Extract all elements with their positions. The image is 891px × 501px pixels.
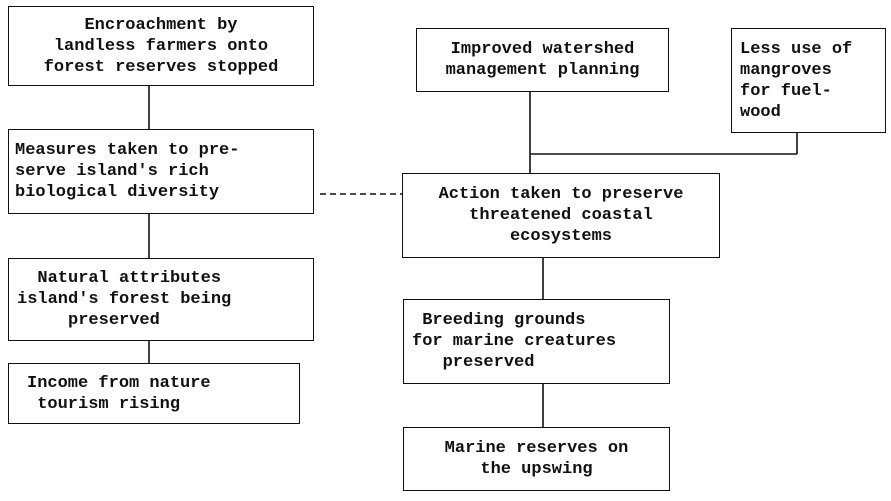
mangroves-box: Less use of mangroves for fuel- wood [731, 28, 886, 133]
mangroves-text: Less use of mangroves for fuel- wood [740, 39, 853, 122]
marine-reserves-text: Marine reserves on the upswing [444, 439, 629, 479]
forest-attributes-box: Natural attributes island's forest being… [8, 258, 314, 341]
coastal-text: Action taken to preserve threatened coas… [438, 185, 684, 246]
coastal-box: Action taken to preserve threatened coas… [402, 173, 720, 258]
tourism-text: Income from nature tourism rising [27, 373, 211, 414]
breeding-box: Breeding grounds for marine creatures pr… [403, 299, 670, 384]
watershed-box: Improved watershed management planning [416, 28, 669, 92]
encroachment-box: Encroachment by landless farmers onto fo… [8, 6, 314, 86]
marine-reserves-box: Marine reserves on the upswing [403, 427, 670, 491]
encroachment-text: Encroachment by landless farmers onto fo… [43, 15, 279, 77]
breeding-text: Breeding grounds for marine creatures pr… [412, 311, 617, 372]
biodiversity-text: Measures taken to pre- serve island's ri… [15, 141, 240, 202]
tourism-box: Income from nature tourism rising [8, 363, 300, 424]
forest-attributes-text: Natural attributes island's forest being… [17, 269, 232, 330]
biodiversity-box: Measures taken to pre- serve island's ri… [8, 129, 314, 214]
watershed-text: Improved watershed management planning [445, 40, 640, 80]
